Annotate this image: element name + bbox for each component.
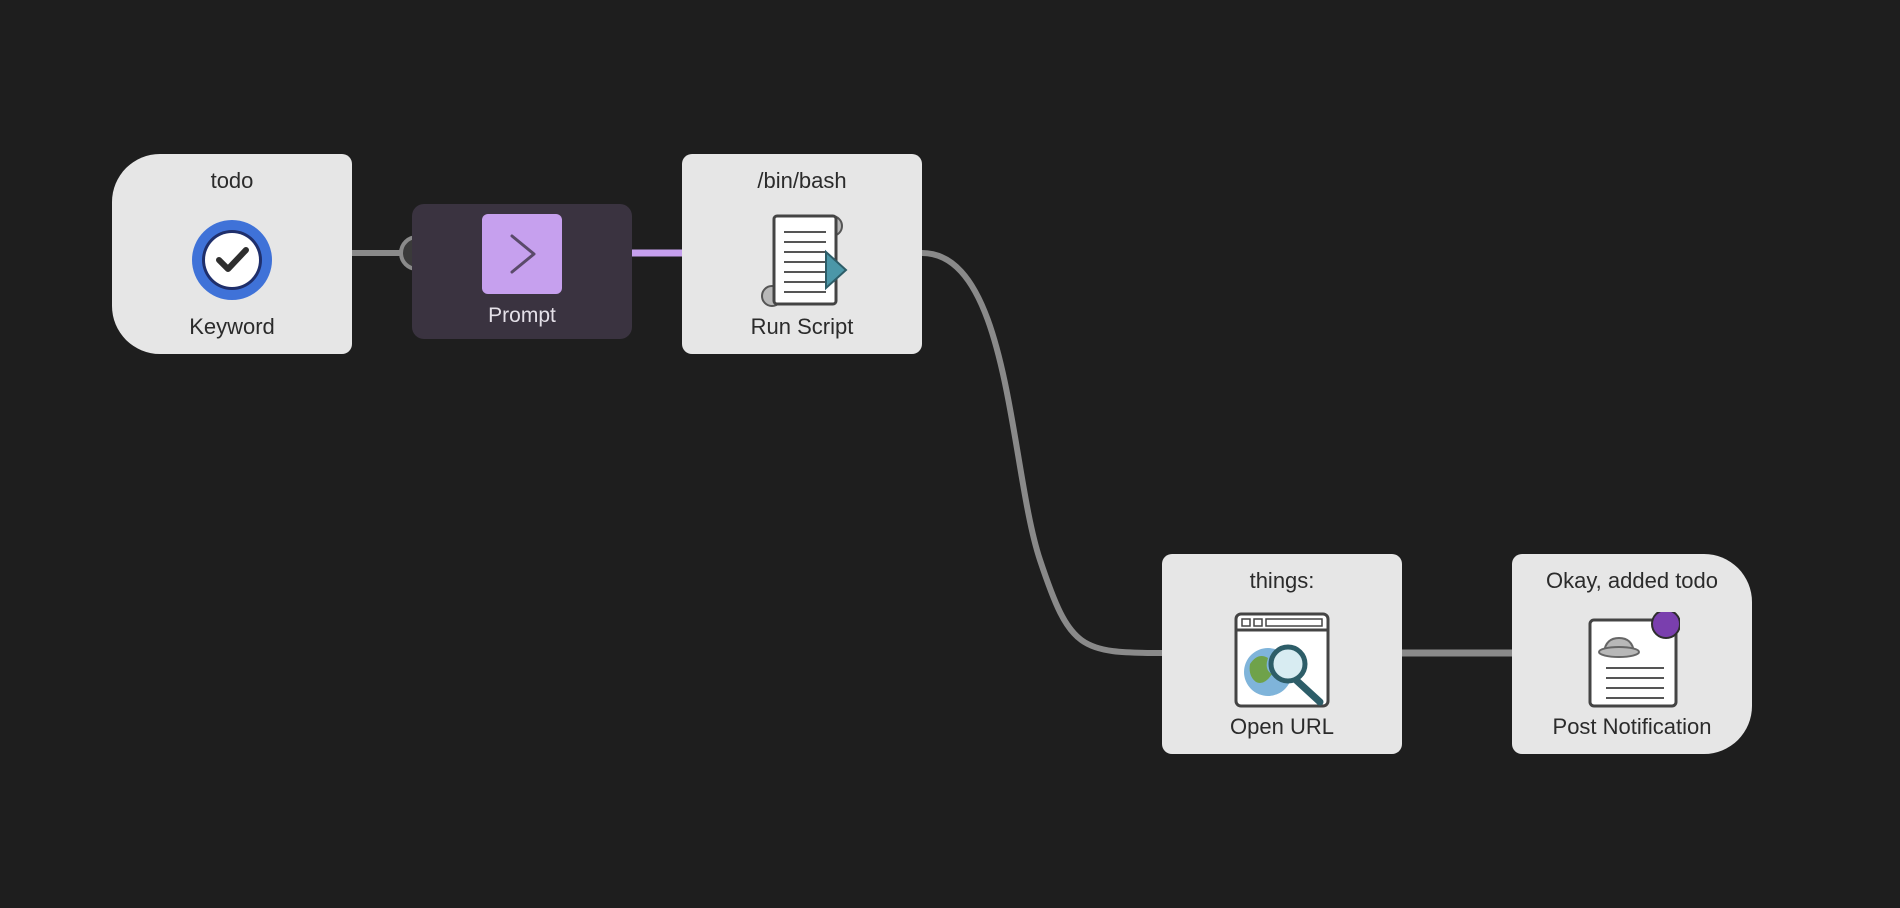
open-url-node[interactable]: things: Open URL: [1162, 554, 1402, 754]
post-notification-title: Okay, added todo: [1545, 568, 1719, 593]
run-script-label: Run Script: [750, 314, 854, 339]
prompt-label: Prompt: [488, 304, 556, 327]
run-script-node[interactable]: /bin/bash Run Script: [682, 154, 922, 354]
post-notification-node[interactable]: Okay, added todo Post Notification: [1512, 554, 1752, 754]
run-script-title: /bin/bash: [757, 168, 847, 193]
wire-script-to-openurl: [921, 250, 1164, 656]
chevron-right-icon: [510, 234, 536, 274]
open-url-label: Open URL: [1230, 714, 1334, 739]
notification-icon: [1588, 612, 1680, 708]
post-notification-label: Post Notification: [1552, 714, 1712, 739]
checkmark-circle-icon: [192, 220, 272, 300]
keyword-title: todo: [210, 168, 254, 193]
keyword-node[interactable]: todo Keyword: [112, 154, 352, 354]
browser-search-icon: [1234, 612, 1330, 708]
open-url-title: things:: [1249, 568, 1315, 593]
keyword-label: Keyword: [189, 314, 275, 339]
script-document-icon: [761, 214, 848, 307]
prompt-icon-box: [482, 214, 562, 294]
prompt-node[interactable]: Prompt: [412, 204, 632, 339]
